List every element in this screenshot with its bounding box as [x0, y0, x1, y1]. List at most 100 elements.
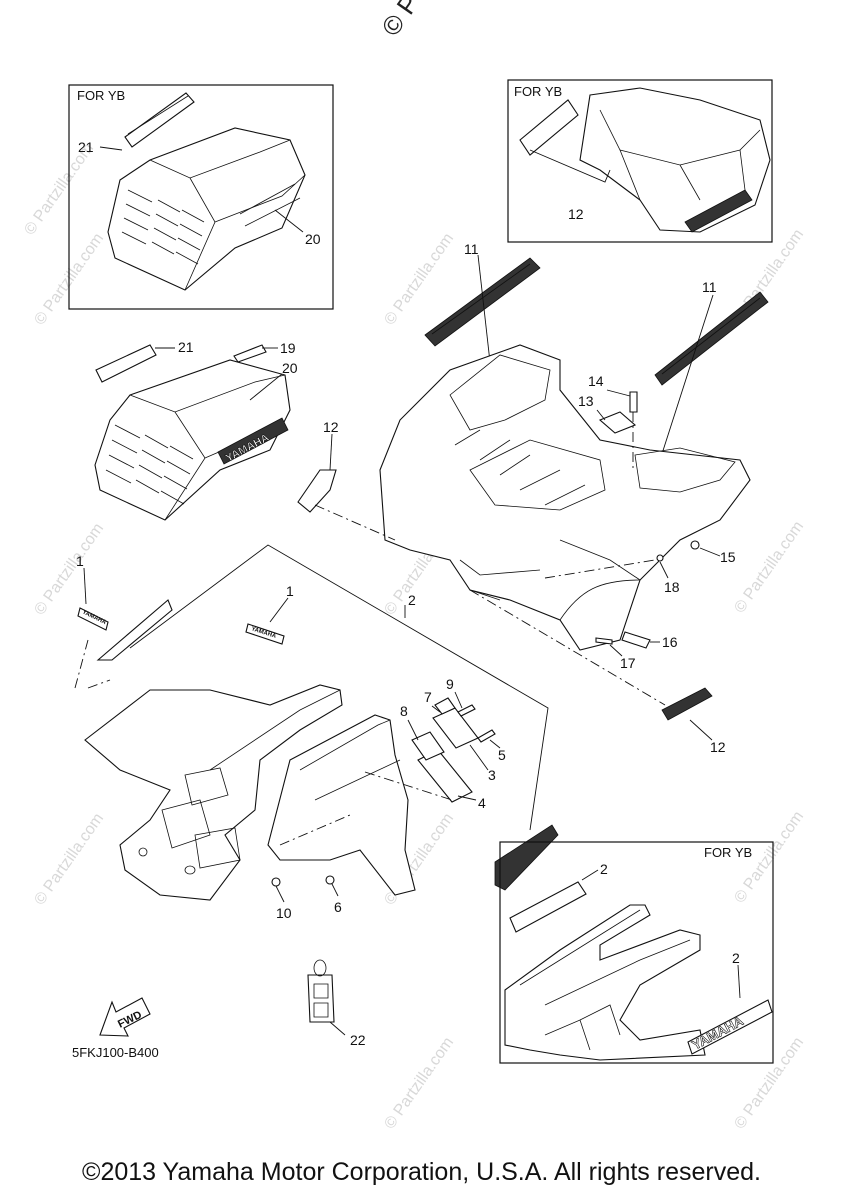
rivet-18: [656, 554, 664, 562]
watermark: © Partzilla.com: [31, 520, 107, 618]
fender-seat-well: [469, 439, 606, 511]
callout-9: 9: [446, 676, 454, 692]
callout-18: 18: [664, 579, 680, 595]
callout-17: 17: [620, 655, 636, 671]
leader-11-right: [659, 294, 714, 461]
leader-13: [596, 409, 606, 421]
callout-1-left: 1: [76, 553, 84, 569]
inset-label: FOR YB: [704, 845, 752, 860]
callout-12-left: 12: [323, 419, 339, 435]
inset-yamaha-decal: [687, 999, 773, 1055]
fender-hole: [138, 847, 148, 857]
mud-flap-12-right: [661, 687, 713, 721]
leader-5: [489, 739, 501, 749]
leader-12: [529, 149, 611, 183]
leader-6: [331, 883, 339, 897]
decal-11-right-line: [661, 297, 761, 375]
fender-decal: [684, 189, 753, 233]
callout-2-main: 2: [408, 592, 416, 608]
leader-2-inset: [581, 869, 599, 881]
rear-box-vents-main: [105, 424, 194, 505]
callout-15: 15: [720, 549, 736, 565]
grommet-15: [690, 540, 700, 550]
fwd-arrow: FWD: [99, 997, 151, 1037]
front-fender-body: [84, 684, 343, 901]
leader-1-center: [269, 597, 289, 623]
fender-curve: [559, 579, 641, 621]
inset-frame: [68, 84, 334, 310]
callout-7: 7: [424, 689, 432, 705]
rear-box-lid-main: [129, 374, 286, 413]
rear-box-assembly: 21 19 YAMAHA 20: [94, 339, 298, 521]
callout-3: 3: [488, 767, 496, 783]
fender-pod-1: [161, 799, 211, 849]
callout-8: 8: [400, 703, 408, 719]
nut-6: [325, 875, 335, 885]
dash-12-left: [314, 504, 396, 541]
inset-label: FOR YB: [77, 88, 125, 103]
callout-22: 22: [350, 1032, 366, 1048]
fender-rail: [209, 689, 341, 771]
plate-8: [411, 731, 445, 761]
leader-18: [659, 561, 669, 579]
watermark: © Partzilla.com: [381, 1034, 457, 1132]
leader-12-left: [329, 433, 333, 471]
watermark-top: © Pa: [375, 0, 433, 41]
callout-11-right: 11: [702, 279, 717, 295]
inset-label: FOR YB: [514, 84, 562, 99]
nut-10: [271, 877, 281, 887]
plate-3: [432, 707, 479, 749]
inset-bottom-right: FOR YB 2 YAMAHA 2: [499, 841, 774, 1064]
tag-22: 22: [307, 959, 366, 1048]
yamaha-box-decal: [217, 417, 289, 465]
leader-4: [457, 795, 477, 801]
dash-front-left-2: [74, 639, 89, 689]
tag-window: [313, 983, 329, 1018]
leader-20-main: [249, 373, 283, 401]
callout-6: 6: [334, 899, 342, 915]
decal-21: [95, 344, 157, 383]
leader-7: [431, 705, 441, 713]
leader-2-inset-b: [737, 964, 741, 999]
watermark: © Partzilla.com: [731, 518, 807, 616]
front-panel-2: [267, 714, 416, 896]
callout-21: 21: [78, 139, 94, 155]
leader-9: [454, 691, 463, 709]
decal-strip: [124, 92, 195, 148]
dash-18: [544, 559, 656, 579]
rear-box-vents: [121, 189, 205, 265]
callout-4: 4: [478, 795, 486, 811]
inset-fender-rail: [519, 909, 641, 986]
fender-slots-2: [519, 469, 586, 506]
leader-10: [275, 885, 285, 903]
inset-fender-pod: [579, 1004, 621, 1036]
leader-15: [699, 547, 721, 557]
front-panel-line: [314, 759, 401, 801]
bracket-16: [621, 631, 651, 649]
dash-plates: [364, 771, 453, 801]
bolt-14: [629, 391, 638, 413]
dash-12-right: [469, 589, 666, 706]
leader-3: [469, 744, 489, 771]
inset-fender-rail: [544, 939, 691, 1006]
decal-11-left-line: [431, 263, 531, 335]
leader-14: [606, 389, 631, 397]
rear-box-lid: [149, 139, 291, 179]
leader-8: [407, 719, 419, 741]
decal-19: [233, 344, 267, 363]
copyright-notice: ©2013 Yamaha Motor Corporation, U.S.A. A…: [82, 1158, 761, 1186]
callout-21-main: 21: [178, 339, 194, 355]
front-fender-assembly: 2 YAMAHA 1 YAMAHA 1 9: [74, 544, 559, 921]
inset-top-right: FOR YB 12: [507, 79, 773, 243]
inset-decal-strip: [509, 881, 587, 933]
decal-1-left: [77, 607, 109, 631]
decal-strip-edge: [127, 95, 189, 135]
callout-16: 16: [662, 634, 678, 650]
rack-fender-line: [619, 149, 746, 201]
fender-hole: [184, 865, 196, 875]
fender-right-well: [634, 447, 736, 493]
leader-20: [274, 209, 304, 233]
callout-12-right: 12: [710, 739, 726, 755]
callout-1-center: 1: [286, 583, 294, 599]
